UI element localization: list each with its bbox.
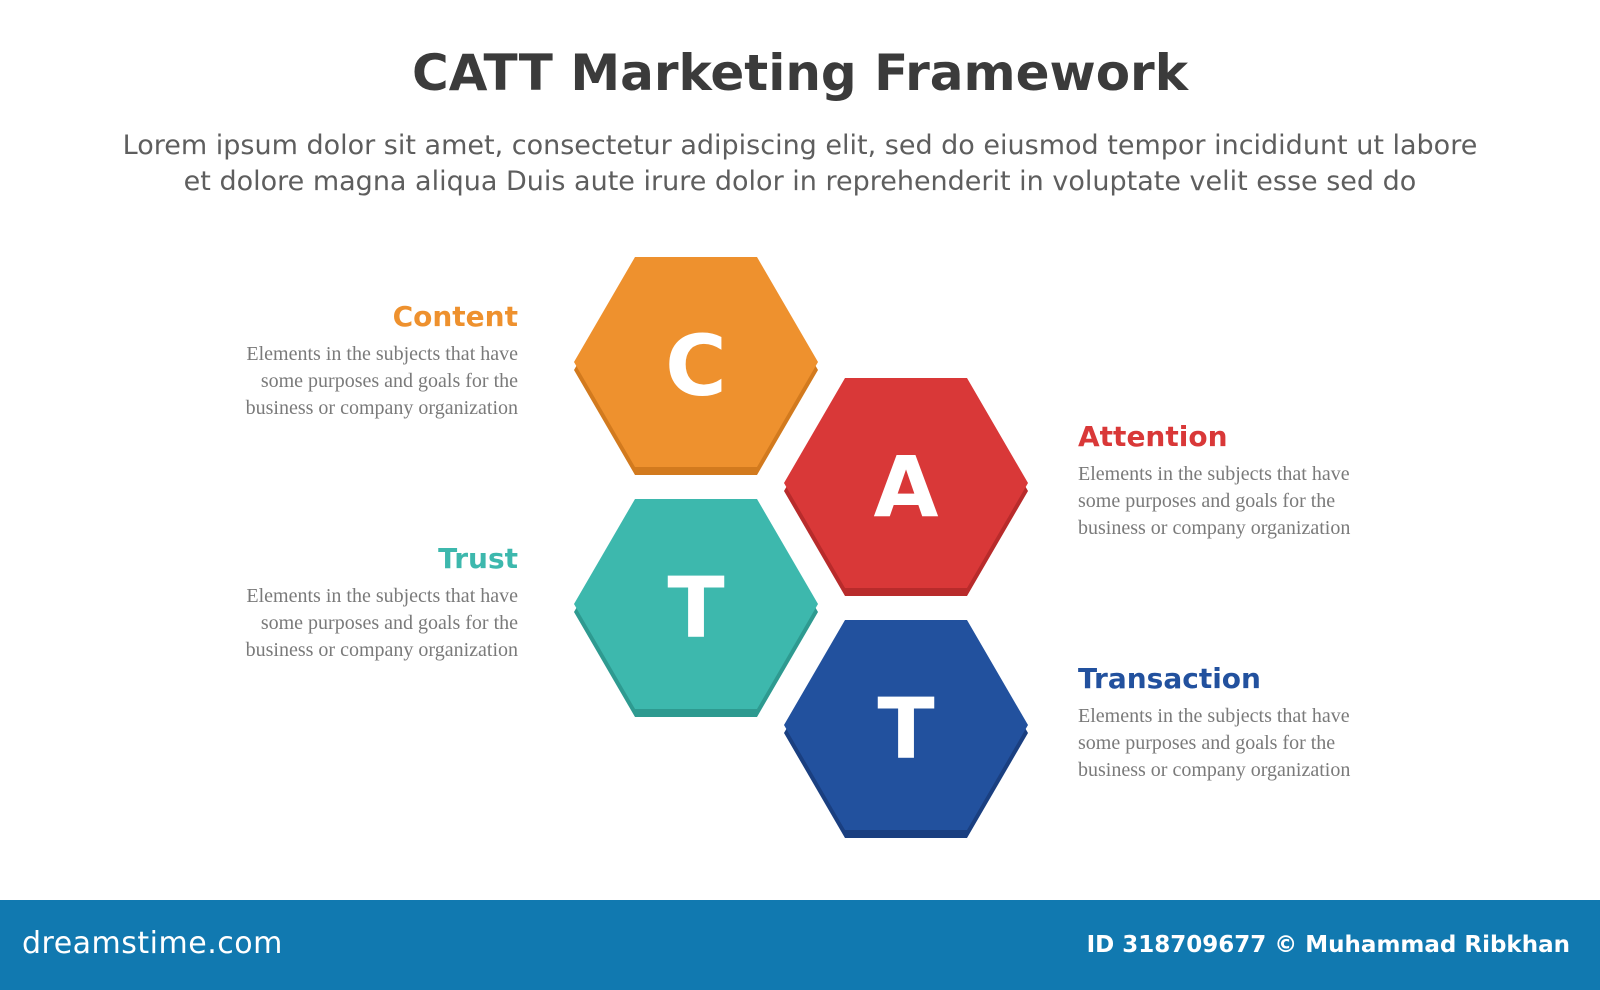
page-title: CATT Marketing Framework — [412, 44, 1188, 102]
hexagon-content: C — [574, 257, 818, 475]
attention-desc-line-1: Elements in the subjects that have — [1078, 463, 1350, 485]
transaction-desc-line-3: business or company organization — [1078, 759, 1351, 781]
trust-desc-line-2: some purposes and goals for the — [260, 612, 518, 634]
attention-description: Elements in the subjects that have some … — [1078, 461, 1458, 542]
trust-label-block: Trust Elements in the subjects that have… — [138, 542, 518, 664]
transaction-desc-line-1: Elements in the subjects that have — [1078, 705, 1350, 727]
trust-desc-line-1: Elements in the subjects that have — [246, 585, 518, 607]
hexagon-attention: A — [784, 378, 1028, 596]
watermark-credit: ID 318709677 © Muhammad Ribkhan — [1086, 932, 1570, 958]
watermark-bar: dreamstime.com ID 318709677 © Muhammad R… — [0, 900, 1600, 990]
trust-description: Elements in the subjects that have some … — [138, 583, 518, 664]
hexagon-content-letter: C — [665, 317, 727, 415]
hexagon-trust: T — [574, 499, 818, 717]
attention-label-block: Attention Elements in the subjects that … — [1078, 420, 1458, 542]
content-title: Content — [392, 300, 518, 333]
page-subtitle: Lorem ipsum dolor sit amet, consectetur … — [60, 128, 1540, 200]
transaction-description: Elements in the subjects that have some … — [1078, 703, 1458, 784]
content-label-block: Content Elements in the subjects that ha… — [138, 300, 518, 422]
hexagon-trust-face — [574, 499, 818, 709]
transaction-desc-line-2: some purposes and goals for the — [1078, 732, 1336, 754]
content-desc-line-2: some purposes and goals for the — [260, 370, 518, 392]
transaction-title: Transaction — [1078, 662, 1261, 695]
attention-title: Attention — [1078, 420, 1228, 453]
hexagon-attention-letter: A — [873, 438, 938, 536]
transaction-label-block: Transaction Elements in the subjects tha… — [1078, 662, 1458, 784]
hexagon-content-face — [574, 257, 818, 467]
hexagon-attention-face — [784, 378, 1028, 588]
content-desc-line-3: business or company organization — [245, 397, 518, 419]
catt-hexagon-diagram: C A T T — [574, 257, 1028, 838]
content-description: Elements in the subjects that have some … — [138, 341, 518, 422]
watermark-logo: dreamstime.com — [22, 926, 283, 961]
attention-desc-line-2: some purposes and goals for the — [1078, 490, 1336, 512]
hexagon-transaction-letter: T — [877, 680, 934, 778]
hexagon-transaction: T — [784, 620, 1028, 838]
trust-desc-line-3: business or company organization — [245, 639, 518, 661]
subtitle-line-1: Lorem ipsum dolor sit amet, consectetur … — [122, 130, 1478, 161]
content-desc-line-1: Elements in the subjects that have — [246, 343, 518, 365]
attention-desc-line-3: business or company organization — [1078, 517, 1351, 539]
trust-title: Trust — [438, 542, 518, 575]
hexagon-trust-letter: T — [667, 559, 724, 657]
hexagon-transaction-face — [784, 620, 1028, 830]
subtitle-line-2: et dolore magna aliqua Duis aute irure d… — [183, 166, 1417, 197]
